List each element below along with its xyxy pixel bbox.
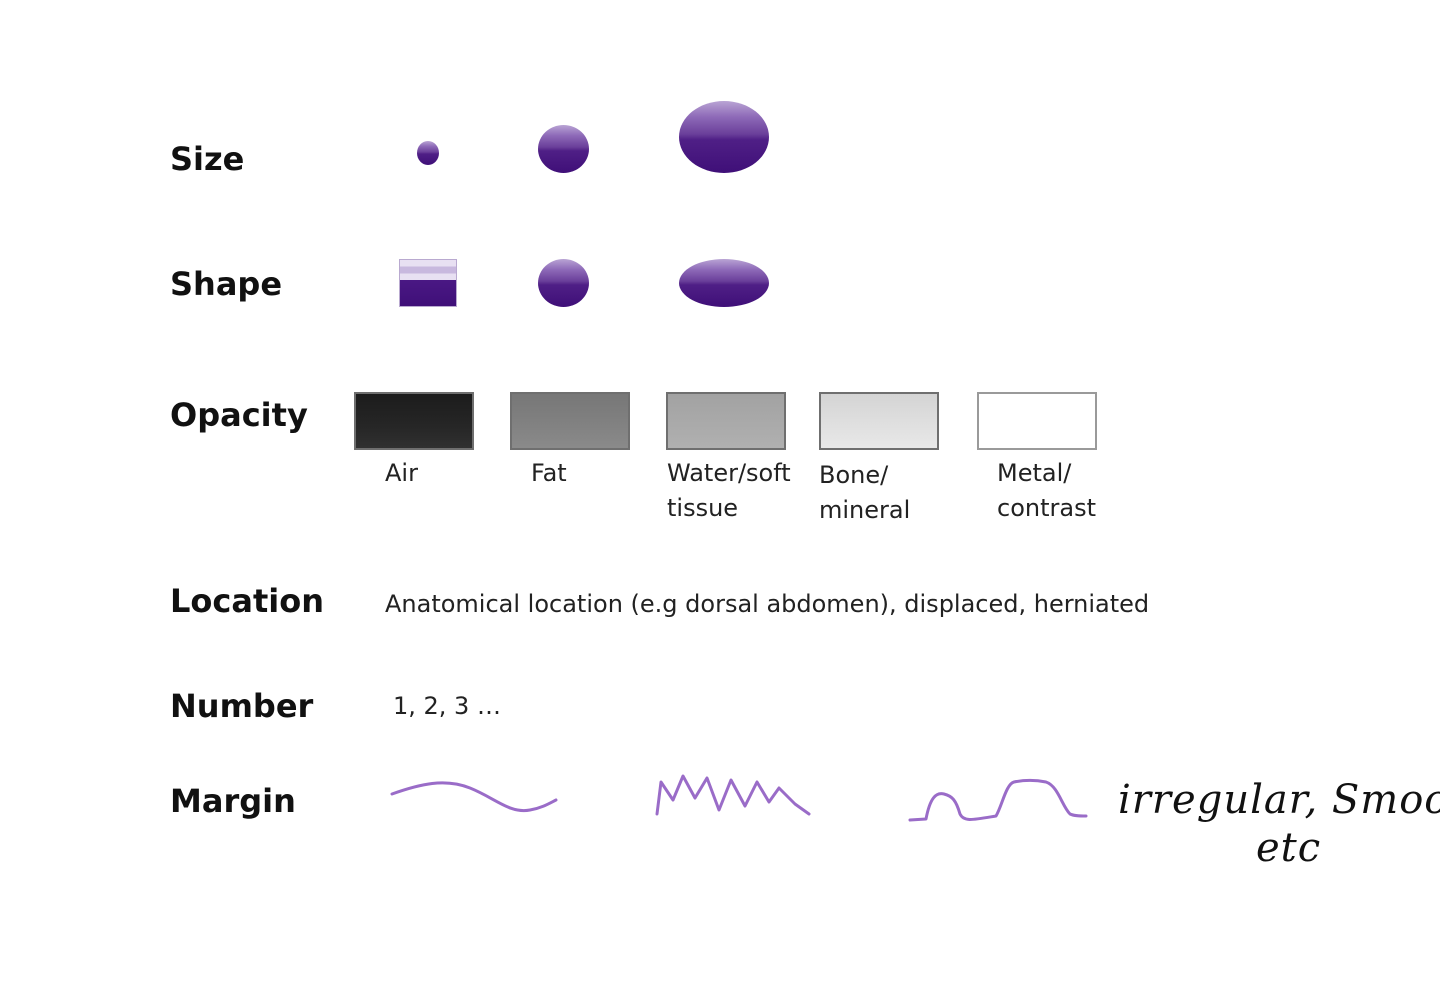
- opacity-swatch-bone: [819, 392, 939, 450]
- opacity-caption-line2: tissue: [667, 494, 739, 522]
- shape-label: Shape: [170, 265, 283, 303]
- opacity-swatch-fat: [510, 392, 630, 450]
- opacity-caption-fat: Fat: [531, 456, 567, 491]
- opacity-swatch-water: [666, 392, 786, 450]
- opacity-caption-line1: Bone/: [819, 461, 889, 489]
- medium-circle-icon: [538, 125, 589, 173]
- opacity-caption-line1: Fat: [531, 459, 567, 487]
- number-label: Number: [170, 687, 314, 725]
- circle-icon: [538, 259, 589, 307]
- size-label: Size: [170, 140, 245, 178]
- opacity-caption-line2: mineral: [819, 496, 911, 524]
- opacity-swatch-air: [354, 392, 474, 450]
- opacity-caption-line1: Water/soft: [667, 459, 791, 487]
- opacity-caption-water: Water/soft tissue: [667, 456, 791, 526]
- opacity-caption-line1: Air: [385, 459, 418, 487]
- square-icon: [399, 259, 457, 307]
- opacity-caption-bone: Bone/ mineral: [819, 458, 910, 528]
- jagged-wave-icon: [655, 774, 811, 816]
- oval-icon: [679, 259, 769, 307]
- margin-label: Margin: [170, 782, 296, 820]
- opacity-swatch-metal: [977, 392, 1097, 450]
- opacity-caption-line2: contrast: [997, 494, 1096, 522]
- margin-note-line1: irregular, Smooth: [1118, 777, 1440, 823]
- bumpy-wave-icon: [908, 779, 1088, 822]
- opacity-caption-metal: Metal/ contrast: [997, 456, 1096, 526]
- number-description: 1, 2, 3 …: [393, 692, 501, 720]
- small-circle-icon: [417, 141, 439, 165]
- opacity-label: Opacity: [170, 396, 308, 434]
- large-ellipse-icon: [679, 101, 769, 173]
- location-description: Anatomical location (e.g dorsal abdomen)…: [385, 590, 1150, 618]
- margin-note-line2: etc: [1256, 825, 1322, 871]
- opacity-caption-air: Air: [385, 456, 418, 491]
- smooth-wave-icon: [390, 781, 558, 813]
- opacity-caption-line1: Metal/: [997, 459, 1072, 487]
- location-label: Location: [170, 582, 324, 620]
